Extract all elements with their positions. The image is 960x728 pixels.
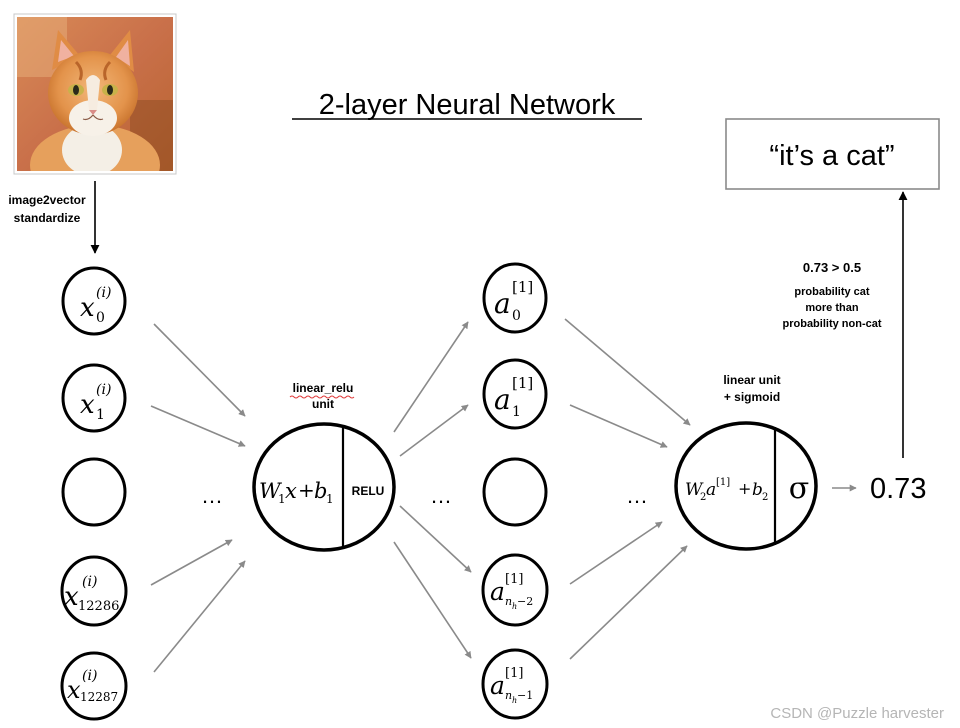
arrow-input12286-hidden <box>150 539 233 586</box>
input-node-12286-sub: 12286 <box>78 599 119 614</box>
activation-node-2 <box>482 457 548 527</box>
input-node-1-symbol: x <box>80 390 95 420</box>
input-node-1-sub: 1 <box>96 407 105 423</box>
input-node-12287-sub: 12287 <box>80 690 118 704</box>
hidden-ellipsis: … <box>430 483 452 508</box>
input-node-12287-symbol: x <box>67 676 81 704</box>
hidden-to-activation-arrows <box>393 321 472 659</box>
arrow-hidden-anh1 <box>393 541 472 659</box>
input-node-12286-symbol: x <box>64 582 79 612</box>
activation-node-nh-1-subsub: h <box>512 696 517 705</box>
activation-node-nh-1-subtail: −1 <box>517 689 533 702</box>
activation-node-1-symbol: a <box>494 383 511 416</box>
output-eq-a-sup: [1] <box>716 477 730 488</box>
hidden-eq-W: W <box>259 479 283 503</box>
activation-ellipsis: … <box>626 483 648 508</box>
input-node-1: x (i) 1 <box>61 363 127 433</box>
input-node-12286-sup: (i) <box>82 574 97 590</box>
output-unit: W 2 a [1] + b 2 σ <box>674 421 818 551</box>
activation-node-1: a [1] 1 <box>482 358 548 430</box>
spellcheck-underline <box>289 395 355 399</box>
activation-node-0-symbol: a <box>494 287 511 320</box>
output-eq-b: b <box>752 480 763 500</box>
activation-node-0: a [1] 0 <box>482 262 548 334</box>
activation-node-nh-2-sup: [1] <box>505 572 523 587</box>
input-ellipsis: … <box>201 483 223 508</box>
input-node-12287: x (i) 12287 <box>60 651 128 721</box>
input-node-12286: x (i) 12286 <box>60 555 128 627</box>
result-box: “it’s a cat” <box>725 118 940 190</box>
input-node-2 <box>61 457 127 527</box>
cat-photo <box>13 13 177 175</box>
decision-line3: more than <box>805 302 858 314</box>
arrow-input1-hidden <box>150 405 246 447</box>
output-eq-a: a <box>706 480 716 500</box>
watermark: CSDN @Puzzle harvester <box>770 705 944 722</box>
activation-to-output-arrows <box>564 318 691 660</box>
preprocess-label-line2: standardize <box>14 211 81 225</box>
arrow-hidden-a1 <box>399 404 469 457</box>
activation-node-nh-1-sub: n <box>505 689 512 702</box>
output-eq-W: W <box>685 480 704 500</box>
page-title: 2-layer Neural Network <box>319 89 616 121</box>
arrow-hidden-a0 <box>393 321 469 433</box>
activation-node-nh-2-subsub: h <box>512 602 517 611</box>
activation-node-nh-1: a [1] n h −1 <box>481 648 549 720</box>
arrow-anh2-output <box>569 521 663 585</box>
output-eq-plus: + <box>738 479 751 498</box>
decision-line4: probability non-cat <box>783 318 882 330</box>
input-node-1-sup: (i) <box>96 382 111 398</box>
result-text: “it’s a cat” <box>769 140 894 172</box>
input-node-0-symbol: x <box>80 293 95 323</box>
activation-node-nh-2: a [1] n h −2 <box>481 553 549 627</box>
input-node-0: x (i) 0 <box>61 266 127 336</box>
arrow-a0-output <box>564 318 691 426</box>
input-node-0-sub: 0 <box>96 310 105 326</box>
hidden-eq-W-sub: 1 <box>278 492 286 506</box>
arrow-a1-output <box>569 404 668 448</box>
activation-node-1-sup: [1] <box>512 374 533 392</box>
activation-node-1-sub: 1 <box>512 404 521 420</box>
hidden-eq-b: b <box>314 479 327 503</box>
activation-node-nh-2-subtail: −2 <box>517 595 533 608</box>
output-unit-label-line1: linear unit <box>723 373 780 387</box>
activation-node-0-sup: [1] <box>512 278 533 296</box>
hidden-unit-label-line1: linear_relu <box>293 381 354 395</box>
activation-node-nh-1-symbol: a <box>490 671 505 700</box>
output-value: 0.73 <box>870 473 926 505</box>
hidden-eq-plus: + <box>298 478 315 502</box>
input-node-12287-sup: (i) <box>82 668 97 684</box>
input-to-hidden-arrows <box>150 323 246 673</box>
output-activation-sigmoid: σ <box>789 471 809 506</box>
activation-node-nh-2-sub: n <box>505 595 512 608</box>
arrow-input0-hidden <box>153 323 246 417</box>
preprocess-label-line1: image2vector <box>8 193 86 207</box>
output-unit-label-line2: + sigmoid <box>724 390 780 404</box>
arrow-anh1-output <box>569 545 688 660</box>
decision-threshold: 0.73 > 0.5 <box>803 260 861 275</box>
activation-node-nh-2-symbol: a <box>490 577 505 606</box>
hidden-eq-b-sub: 1 <box>326 492 334 506</box>
decision-line2: probability cat <box>794 286 870 298</box>
activation-node-0-sub: 0 <box>512 308 521 324</box>
hidden-unit: W 1 x + b 1 RELU <box>252 422 396 552</box>
output-eq-b-sub: 2 <box>762 492 768 503</box>
hidden-eq-x: x <box>285 479 297 503</box>
activation-node-nh-1-sup: [1] <box>505 666 523 681</box>
arrow-input12287-hidden <box>153 560 246 673</box>
hidden-unit-label-line2: unit <box>312 397 334 411</box>
output-eq-W-sub: 2 <box>700 492 706 503</box>
input-node-0-sup: (i) <box>96 285 111 301</box>
arrow-hidden-anh2 <box>399 505 472 573</box>
activation-layer: a [1] 0 a [1] 1 a [1] n h −2 a [1] n h −… <box>481 262 549 720</box>
input-layer: x (i) 0 x (i) 1 x (i) 12286 x (i) 12287 <box>60 266 128 721</box>
hidden-activation-relu: RELU <box>352 484 385 498</box>
